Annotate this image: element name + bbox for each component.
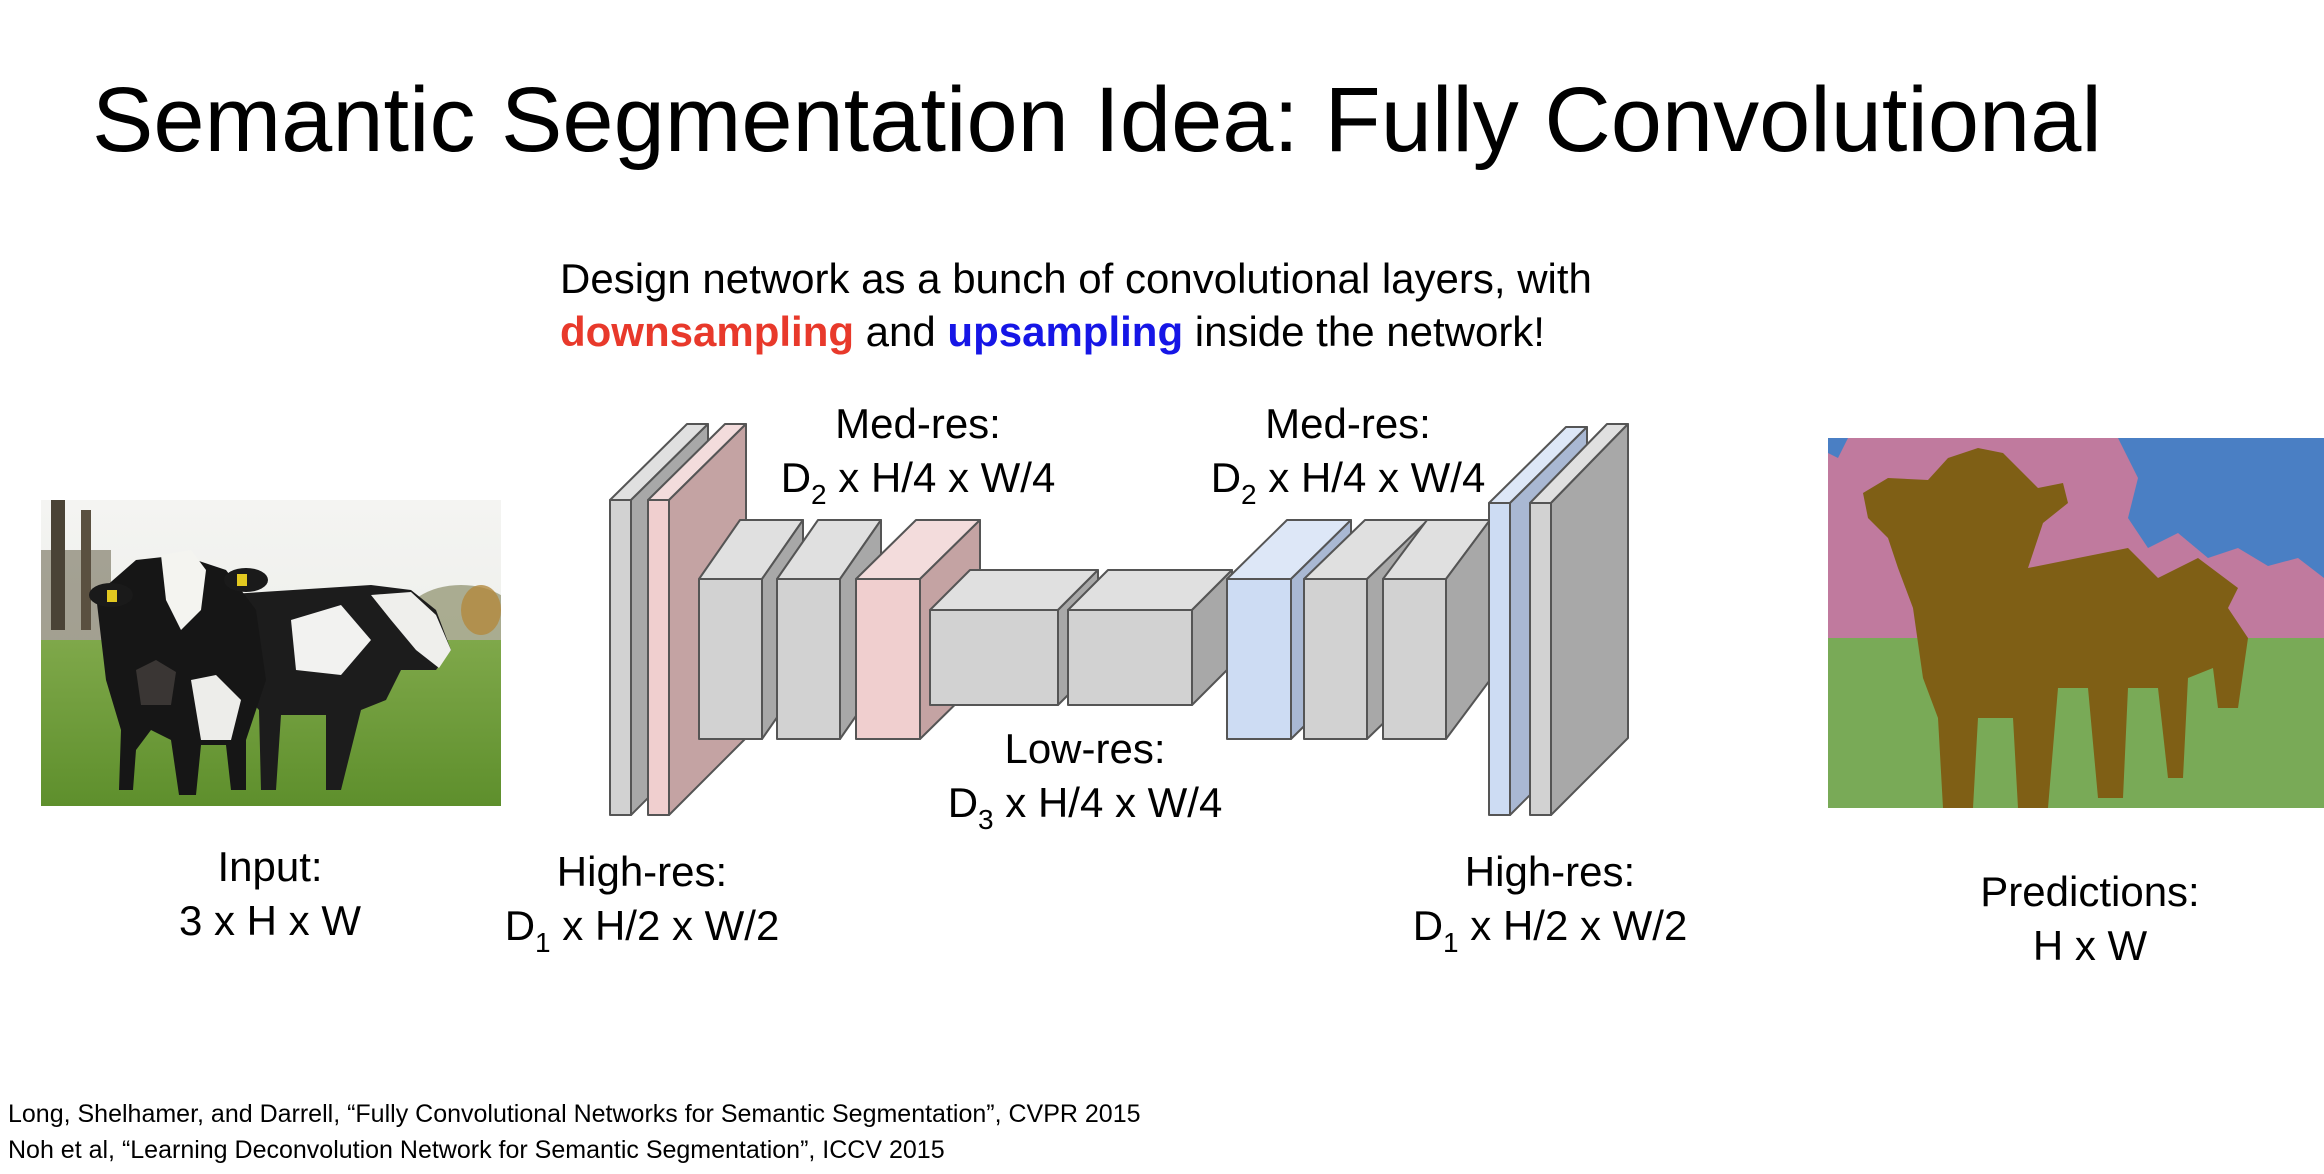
- low-res-label: Low-res: D3 x H/4 x W/4: [935, 722, 1235, 830]
- med-res-right-title: Med-res:: [1198, 397, 1498, 451]
- citations: Long, Shelhamer, and Darrell, “Fully Con…: [8, 1096, 1141, 1168]
- citation-1: Long, Shelhamer, and Darrell, “Fully Con…: [8, 1096, 1141, 1132]
- med-res-left-title: Med-res:: [768, 397, 1068, 451]
- high-res-right-title: High-res:: [1400, 845, 1700, 899]
- input-label-dims: 3 x H x W: [170, 894, 370, 948]
- input-label-title: Input:: [170, 840, 370, 894]
- high-res-left-label: High-res: D1 x H/2 x W/2: [492, 845, 792, 953]
- high-res-left-title: High-res:: [492, 845, 792, 899]
- prediction-segmentation-map: [1828, 438, 2324, 808]
- high-res-right-dims: D1 x H/2 x W/2: [1400, 899, 1700, 953]
- predictions-label-title: Predictions:: [1940, 865, 2240, 919]
- high-res-right-label: High-res: D1 x H/2 x W/2: [1400, 845, 1700, 953]
- high-res-left-dims: D1 x H/2 x W/2: [492, 899, 792, 953]
- med-res-left-label: Med-res: D2 x H/4 x W/4: [768, 397, 1068, 505]
- med-res-left-dims: D2 x H/4 x W/4: [768, 451, 1068, 505]
- citation-2: Noh et al, “Learning Deconvolution Netwo…: [8, 1132, 1141, 1168]
- input-label: Input: 3 x H x W: [170, 840, 370, 948]
- predictions-label-dims: H x W: [1940, 919, 2240, 973]
- low-res-dims: D3 x H/4 x W/4: [935, 776, 1235, 830]
- low-res-title: Low-res:: [935, 722, 1235, 776]
- med-res-right-dims: D2 x H/4 x W/4: [1198, 451, 1498, 505]
- predictions-label: Predictions: H x W: [1940, 865, 2240, 973]
- low-res-block-2: [1068, 570, 1232, 705]
- med-res-right-label: Med-res: D2 x H/4 x W/4: [1198, 397, 1498, 505]
